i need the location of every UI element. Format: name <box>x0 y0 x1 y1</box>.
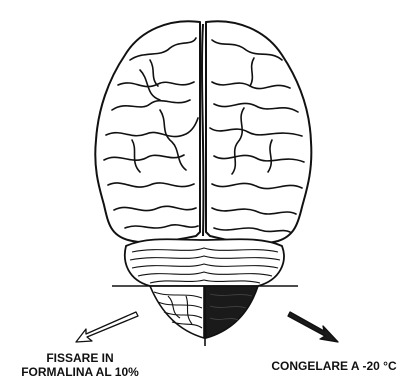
fixation-label-line1: FISSARE IN <box>20 351 140 365</box>
cerebellum <box>125 239 284 286</box>
cerebellum-outline <box>125 239 284 286</box>
hollow-arrow-icon <box>76 312 138 342</box>
freezing-label: CONGELARE A -20 °C <box>254 359 414 373</box>
fixation-label-line2: FORMALINA AL 10% <box>20 365 140 379</box>
right-half-frozen <box>204 286 258 338</box>
solid-arrow-icon <box>288 312 338 342</box>
fixation-label: FISSARE IN FORMALINA AL 10% <box>20 351 140 379</box>
left-half-section <box>150 286 204 338</box>
cerebrum <box>95 21 311 243</box>
longitudinal-fissure <box>202 24 203 236</box>
